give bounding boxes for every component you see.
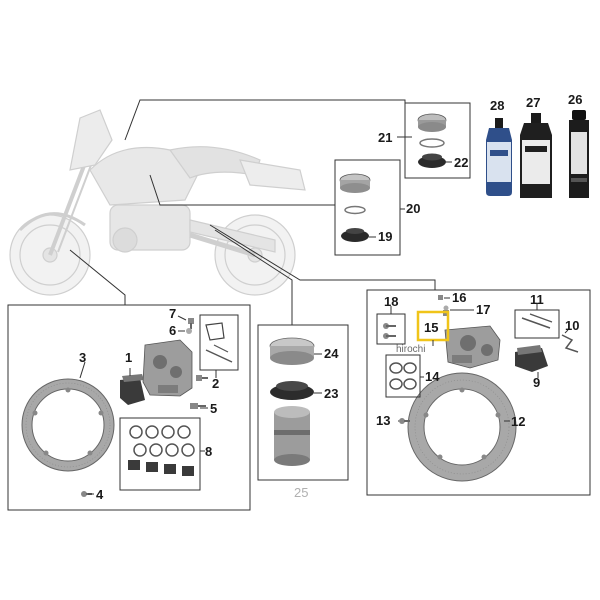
part-label-7: 7 — [169, 306, 176, 321]
part-label-15: 15 — [424, 320, 438, 335]
box-front-brake — [7, 304, 251, 511]
box-reservoir-cap-front — [397, 102, 471, 179]
rear-brake-disc — [407, 372, 517, 482]
part-label-19: 19 — [378, 229, 392, 244]
part-label-28: 28 — [490, 98, 504, 113]
part-label-2: 2 — [212, 376, 219, 391]
front-brake-pad — [120, 368, 145, 405]
part-label-13: 13 — [376, 413, 390, 428]
part-label-11: 11 — [530, 292, 544, 307]
rear-brake-pad — [515, 345, 548, 378]
brake-fluid-bottle-small — [486, 118, 512, 196]
part-label-8: 8 — [205, 444, 212, 459]
watermark: hirochi — [396, 344, 425, 355]
part-label-26: 26 — [568, 92, 582, 107]
part-label-22: 22 — [454, 155, 468, 170]
motorcycle-illustration — [9, 109, 306, 296]
part-label-17: 17 — [476, 302, 490, 317]
front-caliper-bolt — [190, 375, 208, 409]
rear-seal-kit — [385, 354, 424, 398]
part-label-23: 23 — [324, 386, 338, 401]
front-brake-caliper — [142, 339, 193, 397]
part-label-21: 21 — [378, 130, 392, 145]
part-label-3: 3 — [79, 350, 86, 365]
part-label-25: 25 — [294, 485, 308, 500]
part-label-12: 12 — [511, 414, 525, 429]
rear-brake-caliper — [444, 325, 501, 369]
front-seal-kit — [119, 417, 205, 491]
rear-bolt-kit — [376, 306, 406, 345]
part-label-9: 9 — [533, 375, 540, 390]
front-brake-disc — [21, 361, 115, 472]
front-disc-screw — [81, 491, 94, 497]
front-pin-kit — [199, 314, 239, 378]
rear-pin-kit — [514, 303, 560, 339]
front-bleed-screw — [177, 315, 194, 334]
part-label-5: 5 — [210, 401, 217, 416]
part-label-14: 14 — [425, 369, 440, 384]
spray-can — [569, 110, 589, 198]
part-label-20: 20 — [406, 201, 420, 216]
part-label-16: 16 — [452, 290, 466, 305]
rear-disc-screw — [398, 418, 410, 424]
rear-pad-spring — [561, 329, 579, 353]
box-reservoir-cap-rear — [334, 159, 405, 256]
brake-fluid-bottle-large — [520, 113, 552, 198]
part-label-27: 27 — [526, 95, 540, 110]
box-rear-brake — [366, 289, 591, 496]
part-label-4: 4 — [96, 487, 104, 502]
part-label-6: 6 — [169, 323, 176, 338]
callout-lines — [69, 99, 436, 325]
part-label-18: 18 — [384, 294, 398, 309]
part-label-1: 1 — [125, 350, 132, 365]
box-master-cylinder — [257, 324, 349, 481]
part-label-10: 10 — [565, 318, 579, 333]
part-label-24: 24 — [324, 346, 339, 361]
